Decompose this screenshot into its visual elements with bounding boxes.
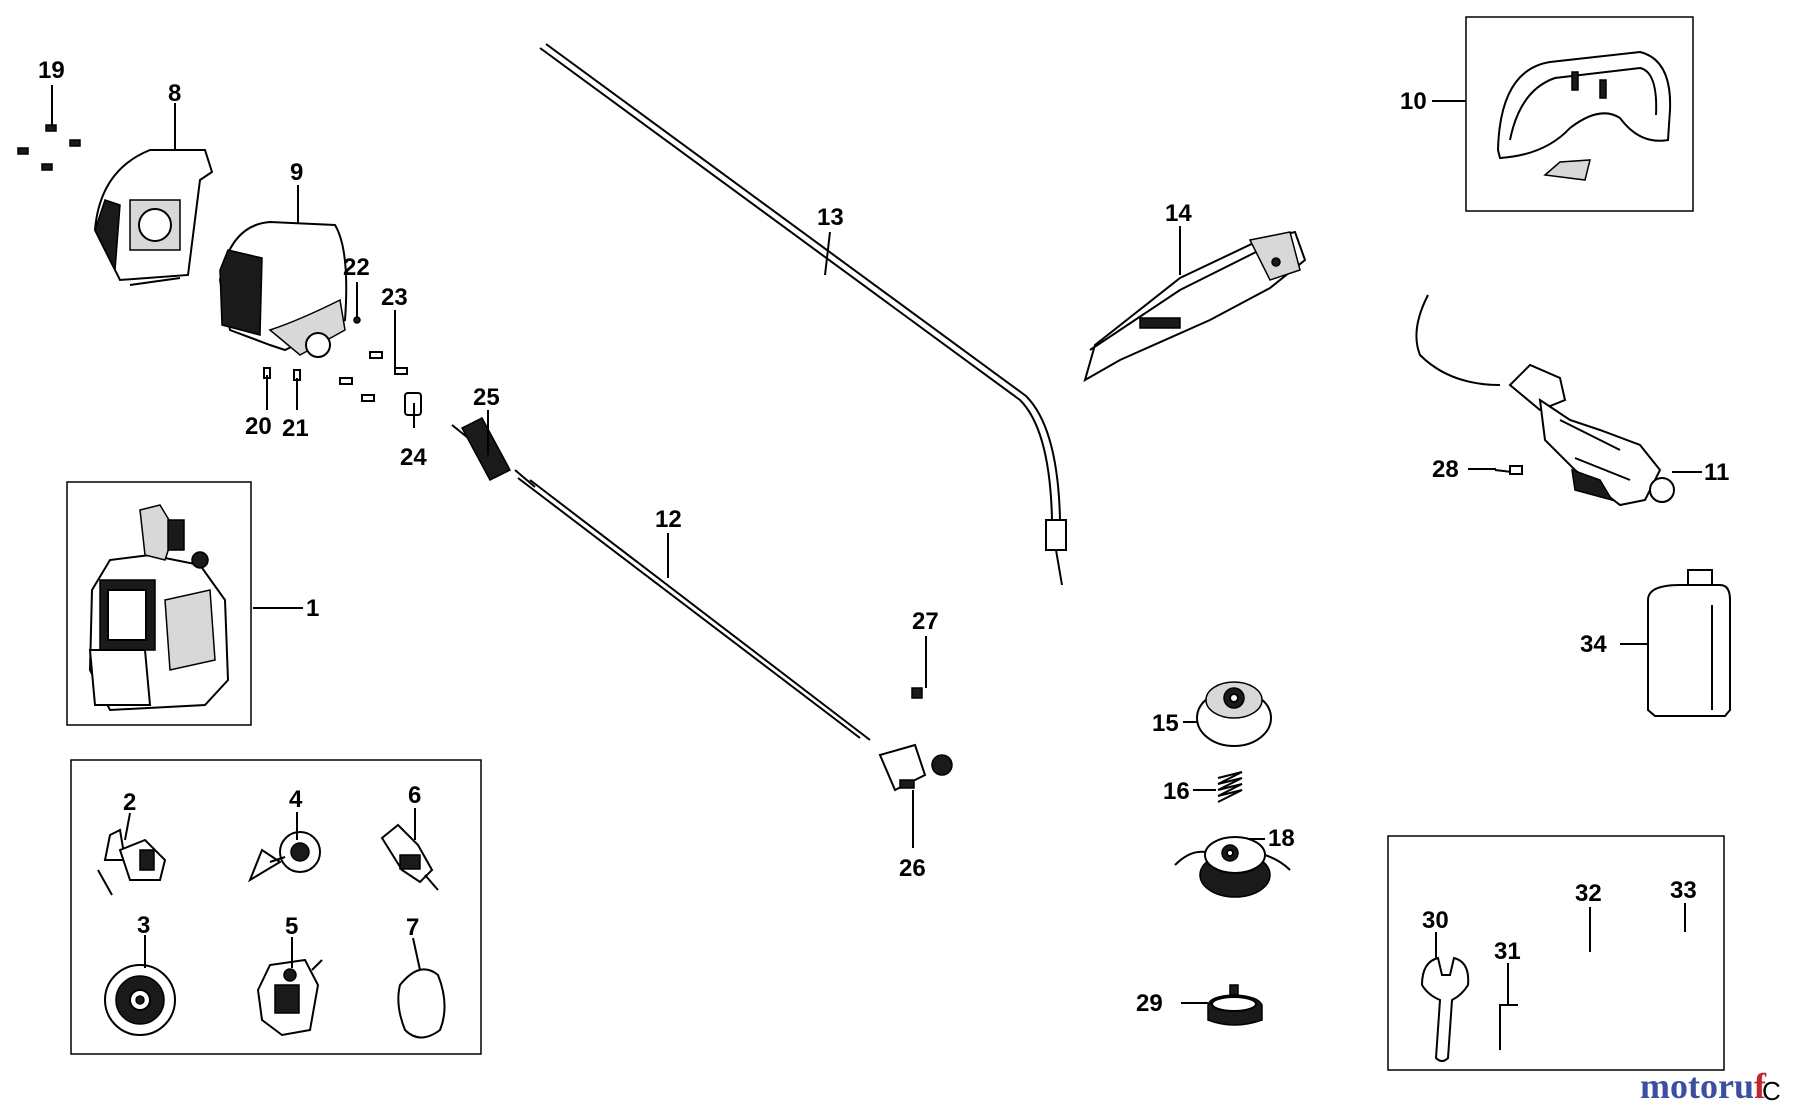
watermark-text-b: f	[1754, 1066, 1767, 1106]
part-3-flywheel	[104, 964, 176, 1036]
callout-5: 5	[285, 913, 298, 940]
part-6-spark-plug	[380, 823, 439, 891]
callout-25: 25	[473, 384, 500, 411]
callout-32: 32	[1575, 880, 1602, 907]
part-9-front-cover	[218, 220, 348, 358]
tools-group	[1387, 835, 1725, 1071]
part-7-gasket	[397, 968, 446, 1039]
callout-20: 20	[245, 413, 272, 440]
callout-3: 3	[137, 912, 150, 939]
callout-15: 15	[1152, 710, 1179, 737]
callout-2: 2	[123, 789, 136, 816]
callout-16: 16	[1163, 778, 1190, 805]
leader-lines	[51, 85, 1702, 1005]
part-1-engine-group	[66, 481, 252, 726]
small-parts-group	[70, 759, 482, 1055]
part-27-screw	[911, 687, 923, 699]
callout-12: 12	[655, 506, 682, 533]
callout-34: 34	[1580, 631, 1607, 658]
callout-23: 23	[381, 284, 408, 311]
callout-13: 13	[817, 204, 844, 231]
callout-21: 21	[282, 415, 309, 442]
callout-1: 1	[306, 595, 319, 622]
part-13-upper-shaft	[539, 43, 1067, 586]
callout-8: 8	[168, 80, 181, 107]
callout-11: 11	[1704, 459, 1729, 486]
part-16-spring	[1217, 771, 1243, 803]
callout-22: 22	[343, 254, 370, 281]
callout-10: 10	[1400, 88, 1427, 115]
callout-31: 31	[1494, 938, 1521, 965]
watermark-corner-mark: C	[1762, 1076, 1781, 1106]
callout-18: 18	[1268, 825, 1295, 852]
part-4-primer	[247, 831, 321, 883]
part-28-screw	[1494, 465, 1523, 475]
callout-24: 24	[400, 444, 427, 471]
part-26-coupler	[878, 743, 953, 792]
part-12-lower-shaft	[514, 469, 871, 741]
svg-text:motoruf: motoruf	[1640, 1066, 1767, 1106]
part-8-rear-cover	[93, 149, 214, 286]
part-14-housing	[1083, 230, 1307, 383]
callout-6: 6	[408, 782, 421, 809]
part-19-screws	[17, 124, 81, 171]
part-30-wrench	[1420, 956, 1470, 1062]
callout-28: 28	[1432, 456, 1459, 483]
callout-33: 33	[1670, 877, 1697, 904]
part-2-ignition-coil	[97, 828, 167, 896]
part-18-spool	[1174, 836, 1291, 898]
callout-7: 7	[406, 914, 419, 941]
part-25-drive-adapter	[451, 417, 512, 481]
part-32-hex-key	[1568, 950, 1610, 1050]
callout-29: 29	[1136, 990, 1163, 1017]
watermark: motoruf C	[1640, 1066, 1781, 1106]
callout-30: 30	[1422, 907, 1449, 934]
part-15-spool-cover	[1196, 681, 1272, 747]
callout-14: 14	[1165, 200, 1192, 227]
callout-27: 27	[912, 608, 939, 635]
callout-labels: 19 8 9 22 23 20 21 24 25 13 12 14 10 11 …	[38, 57, 1729, 1017]
part-33-hex-key-large	[1657, 929, 1708, 1050]
watermark-text-a: motoru	[1640, 1066, 1754, 1106]
callout-19: 19	[38, 57, 65, 84]
callout-26: 26	[899, 855, 926, 882]
part-10-handle-group	[1465, 16, 1694, 212]
part-5-carburetor	[256, 958, 323, 1037]
part-29-bump-knob	[1207, 984, 1263, 1026]
part-31-hex-key-small	[1499, 1004, 1518, 1050]
callout-4: 4	[289, 786, 303, 813]
part-11-trigger-housing	[1415, 294, 1675, 507]
part-34-oil-bottle	[1647, 569, 1731, 717]
callout-9: 9	[290, 159, 303, 186]
